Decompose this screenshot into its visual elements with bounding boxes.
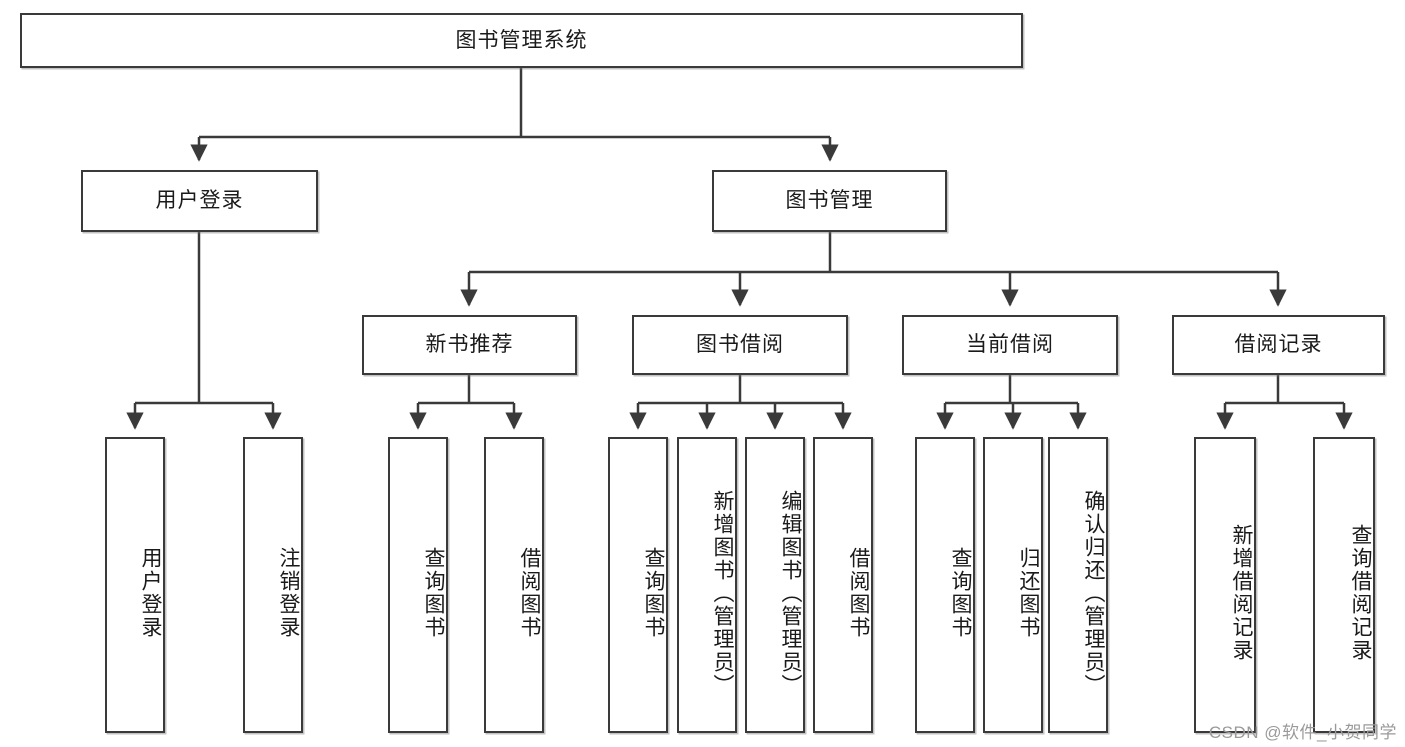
node-book-admin[interactable]: 图书管理 [712, 170, 947, 232]
node-leaf-return-book[interactable]: 归还图书 [983, 437, 1043, 733]
node-new-book-rec[interactable]: 新书推荐 [362, 315, 577, 375]
node-leaf-return-book-label: 归还图书 [1017, 547, 1040, 639]
node-root[interactable]: 图书管理系统 [20, 13, 1023, 68]
node-leaf-borrow-book-1-label: 借阅图书 [518, 547, 541, 639]
node-current-borrow[interactable]: 当前借阅 [902, 315, 1118, 375]
node-leaf-query-record-label: 查询借阅记录 [1349, 524, 1372, 662]
node-leaf-borrow-book-2[interactable]: 借阅图书 [813, 437, 873, 733]
node-leaf-confirm-return[interactable]: 确认归还（管理员） [1048, 437, 1108, 733]
node-borrow-record[interactable]: 借阅记录 [1172, 315, 1385, 375]
node-leaf-user-logout[interactable]: 注销登录 [243, 437, 303, 733]
node-new-book-rec-label: 新书推荐 [425, 333, 514, 357]
node-leaf-edit-book[interactable]: 编辑图书（管理员） [745, 437, 805, 733]
node-book-borrow[interactable]: 图书借阅 [632, 315, 848, 375]
node-borrow-record-label: 借阅记录 [1234, 333, 1323, 357]
node-leaf-query-record[interactable]: 查询借阅记录 [1313, 437, 1375, 733]
node-book-borrow-label: 图书借阅 [696, 333, 784, 357]
node-leaf-confirm-return-label: 确认归还（管理员） [1082, 489, 1105, 697]
node-leaf-edit-book-label: 编辑图书（管理员） [779, 489, 802, 697]
node-book-admin-label: 图书管理 [785, 189, 874, 213]
node-leaf-add-book-label: 新增图书（管理员） [711, 489, 734, 697]
node-leaf-query-book-2[interactable]: 查询图书 [608, 437, 668, 733]
node-leaf-add-book[interactable]: 新增图书（管理员） [677, 437, 737, 733]
node-current-borrow-label: 当前借阅 [966, 333, 1054, 357]
node-leaf-user-login[interactable]: 用户登录 [105, 437, 165, 733]
node-leaf-borrow-book-1[interactable]: 借阅图书 [484, 437, 544, 733]
node-leaf-borrow-book-2-label: 借阅图书 [847, 547, 870, 639]
node-user-login-label: 用户登录 [155, 189, 244, 213]
node-leaf-add-record-label: 新增借阅记录 [1230, 524, 1253, 662]
node-leaf-user-login-label: 用户登录 [139, 547, 162, 639]
node-leaf-query-book-1-label: 查询图书 [422, 547, 445, 639]
node-leaf-query-book-1[interactable]: 查询图书 [388, 437, 448, 733]
node-leaf-query-book-3-label: 查询图书 [949, 547, 972, 639]
node-leaf-query-book-2-label: 查询图书 [642, 547, 665, 639]
node-user-login[interactable]: 用户登录 [81, 170, 318, 232]
node-leaf-user-logout-label: 注销登录 [277, 547, 300, 639]
csdn-watermark: CSDN @软件_小贺同学 [1208, 723, 1397, 742]
node-leaf-query-book-3[interactable]: 查询图书 [915, 437, 975, 733]
node-leaf-add-record[interactable]: 新增借阅记录 [1194, 437, 1256, 733]
node-root-label: 图书管理系统 [455, 28, 588, 52]
